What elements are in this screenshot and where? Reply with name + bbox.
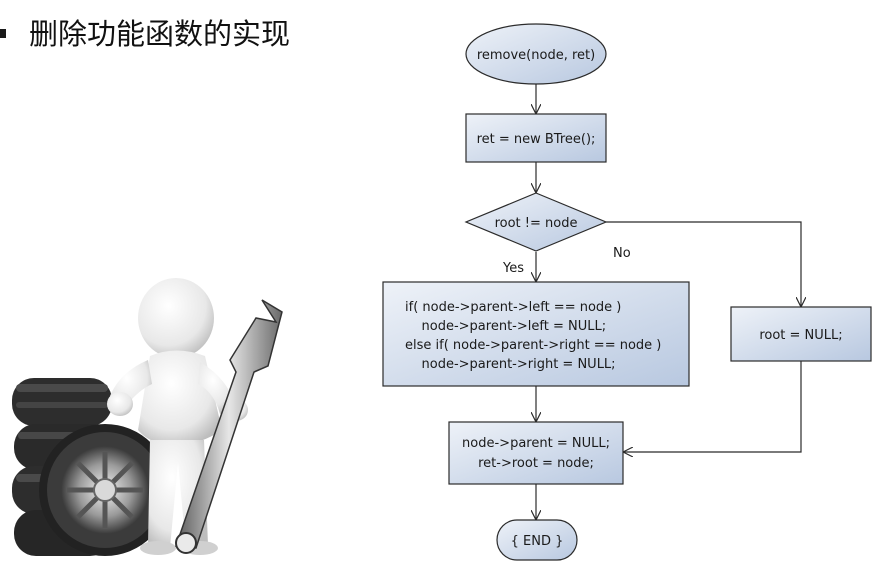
node-init: ret = new BTree(); bbox=[466, 114, 606, 162]
node-start: remove(node, ret) bbox=[466, 24, 606, 84]
finalize-line-2: ret->root = node; bbox=[478, 456, 594, 471]
detach-line-2: node->parent->left = NULL; bbox=[405, 319, 606, 334]
init-label: ret = new BTree(); bbox=[477, 132, 596, 147]
no-label: No bbox=[613, 246, 631, 261]
root-null-label: root = NULL; bbox=[759, 328, 842, 343]
finalize-line-1: node->parent = NULL; bbox=[462, 436, 610, 451]
node-end: { END } bbox=[497, 520, 577, 560]
detach-line-3: else if( node->parent->right == node ) bbox=[405, 338, 661, 353]
detach-line-1: if( node->parent->left == node ) bbox=[405, 300, 621, 315]
end-label: { END } bbox=[511, 534, 564, 549]
mechanic-illustration bbox=[12, 278, 282, 556]
node-root-null: root = NULL; bbox=[731, 307, 871, 361]
node-detach: if( node->parent->left == node ) node->p… bbox=[383, 282, 689, 386]
detach-line-4: node->parent->right = NULL; bbox=[405, 357, 616, 372]
node-condition: root != node bbox=[466, 193, 606, 251]
condition-label: root != node bbox=[495, 216, 578, 231]
start-label: remove(node, ret) bbox=[477, 48, 595, 63]
yes-label: Yes bbox=[502, 261, 524, 276]
node-finalize: node->parent = NULL; ret->root = node; bbox=[449, 422, 623, 484]
